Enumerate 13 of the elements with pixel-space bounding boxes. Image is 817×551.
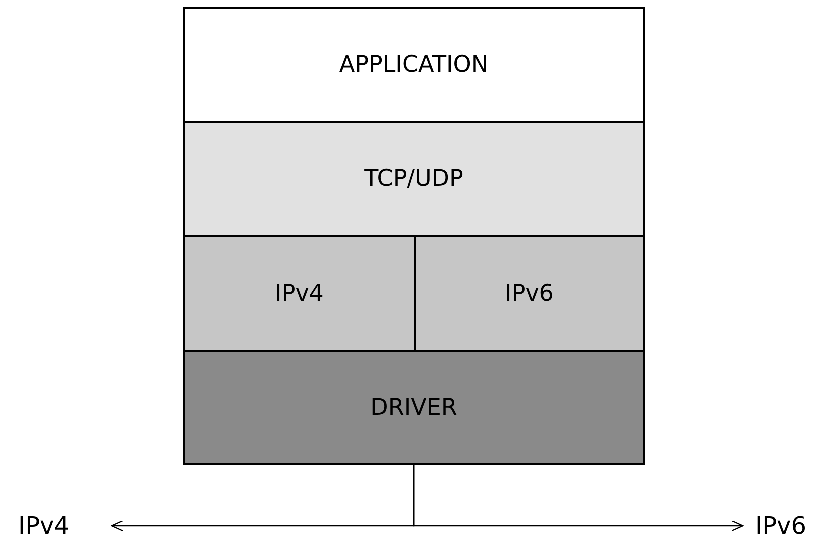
layer-box <box>414 235 645 352</box>
layer-label: DRIVER <box>370 394 458 420</box>
layer-box <box>183 121 645 237</box>
layer-label: IPv4 <box>275 280 324 306</box>
arrow <box>413 465 744 532</box>
endpoint-label: IPv4 <box>18 512 70 540</box>
layer-label: IPv6 <box>505 280 554 306</box>
layer-box <box>183 350 645 465</box>
layer-box <box>183 235 416 352</box>
endpoint-label: IPv6 <box>755 512 807 540</box>
layer-label: APPLICATION <box>339 52 489 78</box>
layer-label: TCP/UDP <box>364 166 464 192</box>
layer-box <box>183 7 645 123</box>
